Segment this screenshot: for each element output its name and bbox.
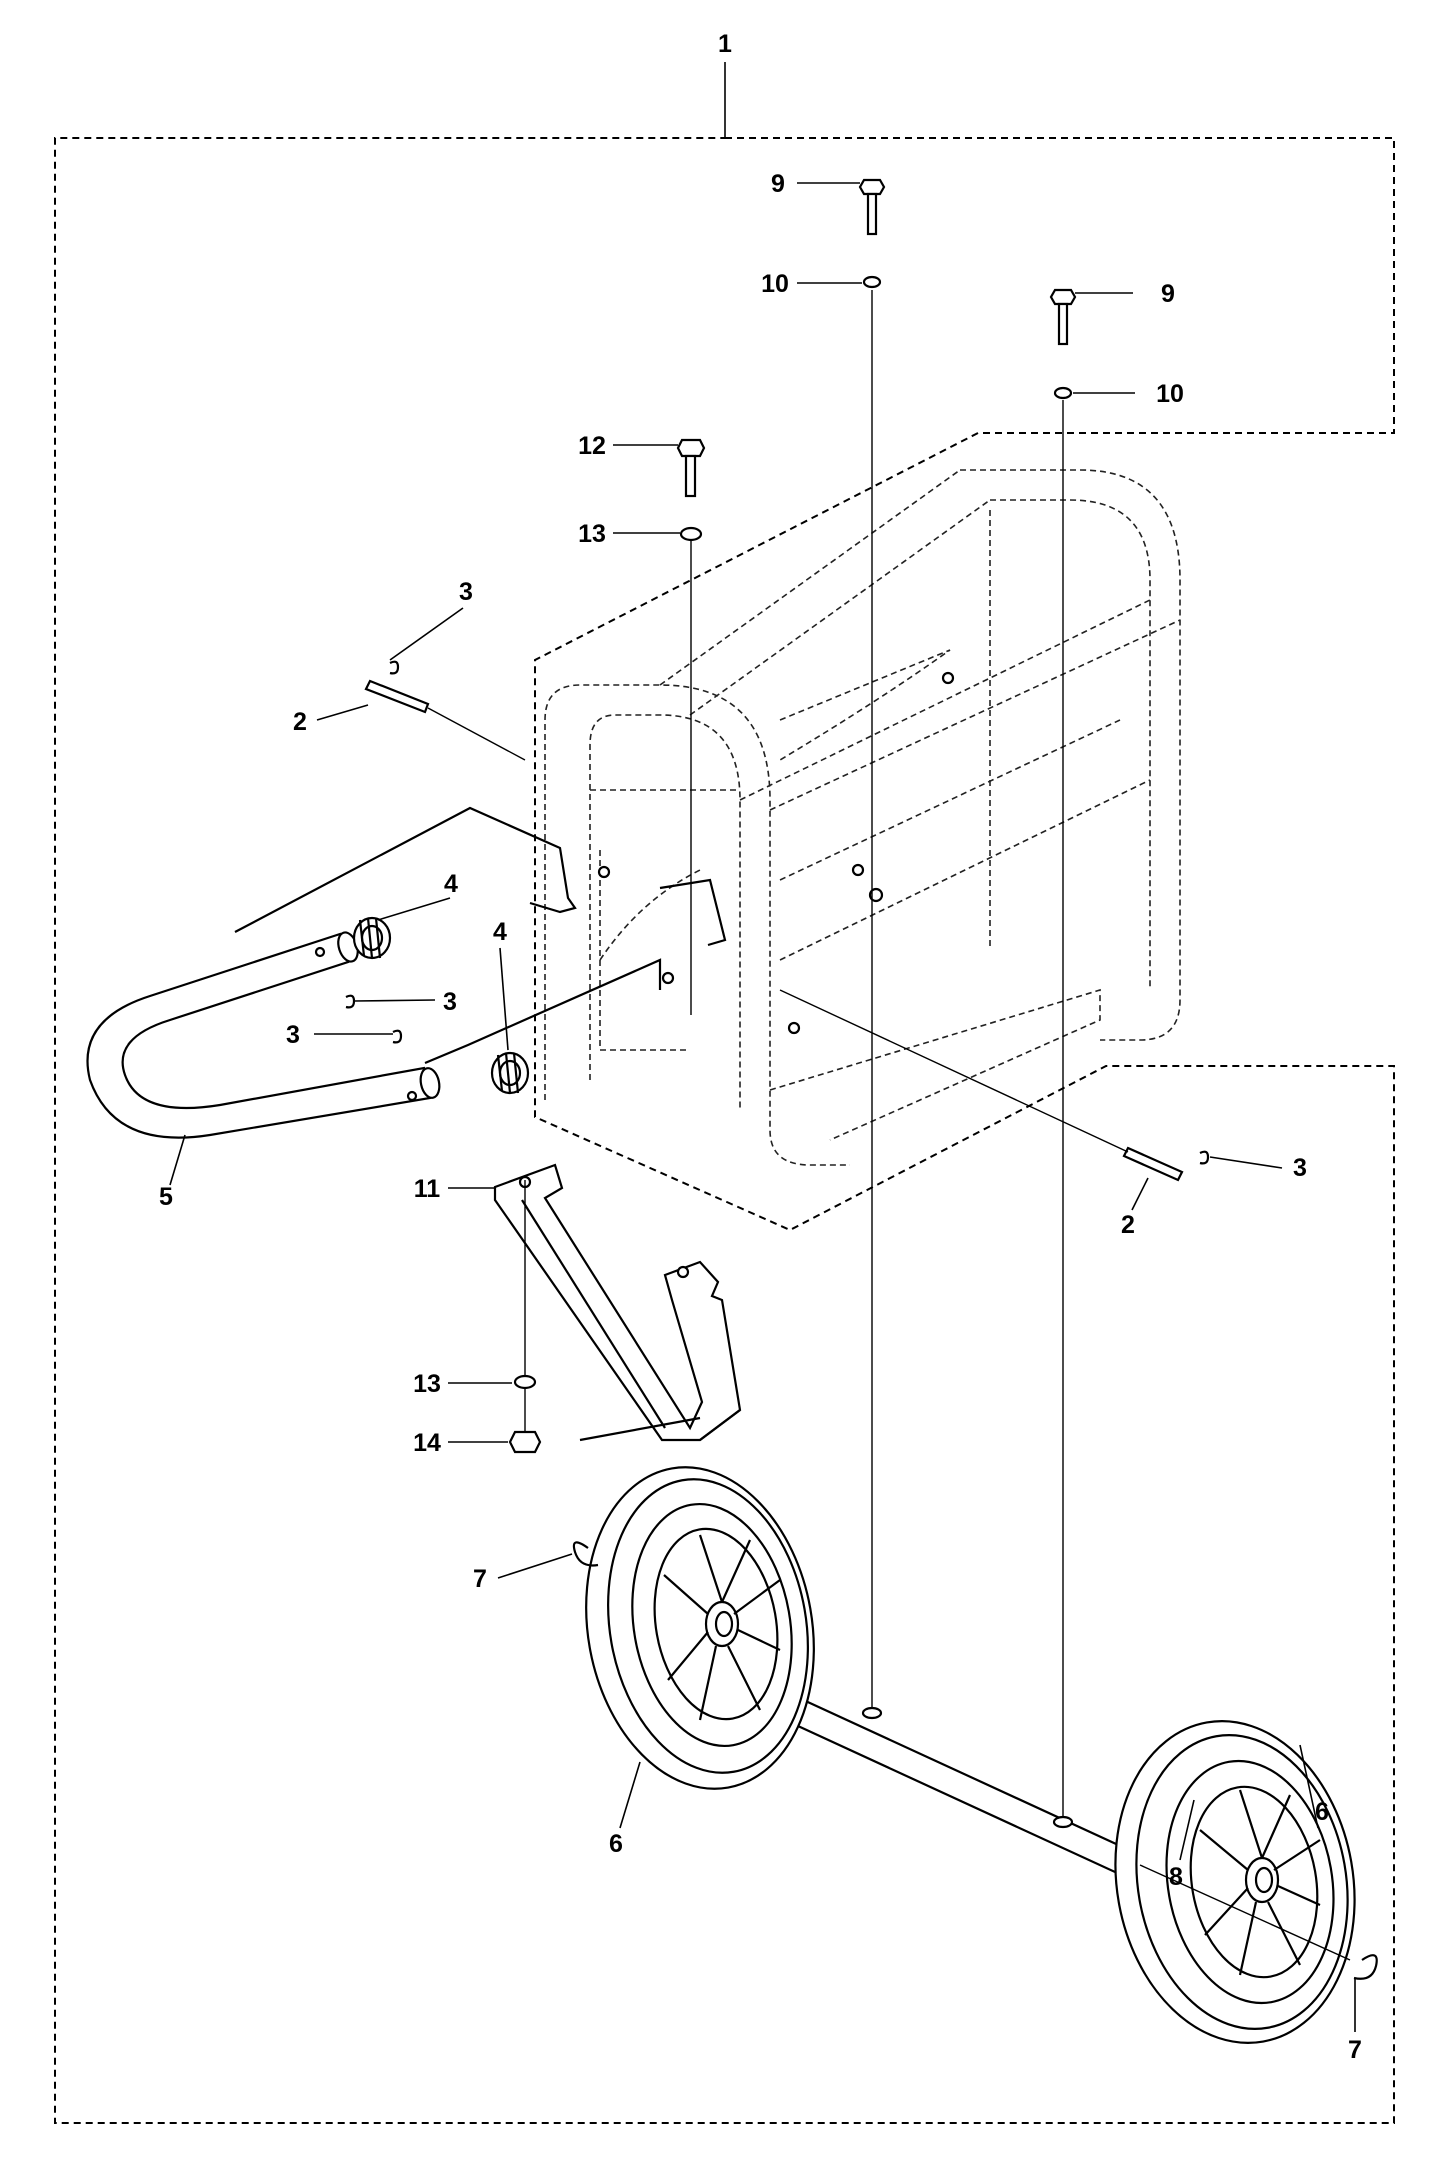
- callout-7a: 7: [473, 1565, 487, 1593]
- clip-part-3a: [389, 660, 400, 675]
- bolt-part-12: [676, 438, 706, 498]
- callout-7b: 7: [1348, 2036, 1362, 2064]
- callout-3b: 3: [443, 988, 457, 1016]
- callout-6b: 6: [1315, 1798, 1329, 1826]
- callout-3d: 3: [1293, 1154, 1307, 1182]
- callout-8: 8: [1169, 1863, 1183, 1891]
- callout-labels: 1 9 10 9 10 12 13 3 2 4 4 3 3 5 11 3 2 1…: [159, 30, 1362, 2064]
- callout-4a: 4: [444, 870, 458, 898]
- callout-5: 5: [159, 1183, 173, 1211]
- circlip-part-7a: [572, 1541, 599, 1567]
- callout-2b: 2: [1121, 1211, 1135, 1239]
- mount-plate-top: [234, 806, 577, 933]
- pin-part-2b: [779, 989, 1184, 1182]
- wheel-part-6a: [585, 1466, 815, 1790]
- callout-3c: 3: [286, 1021, 300, 1049]
- clip-part-3d: [1199, 1150, 1210, 1165]
- callout-10b: 10: [1156, 380, 1184, 408]
- bolt-part-9b: [1049, 288, 1077, 346]
- generator-frame: [544, 469, 1181, 1166]
- circlip-part-7b: [1353, 1954, 1378, 1980]
- callout-2a: 2: [293, 708, 307, 736]
- clip-part-3c: [392, 1029, 403, 1044]
- callout-14: 14: [413, 1429, 441, 1457]
- wheel-part-6b: [1114, 1720, 1356, 2044]
- callout-13b: 13: [413, 1370, 441, 1398]
- callout-12: 12: [578, 432, 606, 460]
- clip-part-3b: [345, 994, 356, 1009]
- callout-9b: 9: [1161, 280, 1175, 308]
- pin-part-2a: [364, 679, 526, 761]
- callout-13a: 13: [578, 520, 606, 548]
- nut-part-14: [508, 1430, 542, 1454]
- callout-10a: 10: [761, 270, 789, 298]
- washer-part-10b: [1053, 386, 1073, 400]
- leader-lines: [169, 182, 1356, 2032]
- plug-part-4b: [490, 1051, 530, 1095]
- washer-part-13b: [513, 1374, 537, 1390]
- mount-plate-bottom: [424, 958, 662, 1065]
- bolt-part-9a: [858, 178, 886, 236]
- callout-4b: 4: [493, 918, 507, 946]
- callout-11: 11: [414, 1175, 441, 1203]
- assembly-boundary: [54, 137, 1395, 2124]
- washer-part-10a: [862, 275, 882, 289]
- bracket-part-11: [493, 1163, 742, 1442]
- callout-3a: 3: [459, 578, 473, 606]
- callout-1: 1: [718, 30, 732, 58]
- handle-part-5: [86, 931, 441, 1139]
- callout-6a: 6: [609, 1830, 623, 1858]
- washer-part-13a: [679, 526, 703, 542]
- plug-part-4a: [352, 916, 392, 960]
- callout-9a: 9: [771, 170, 785, 198]
